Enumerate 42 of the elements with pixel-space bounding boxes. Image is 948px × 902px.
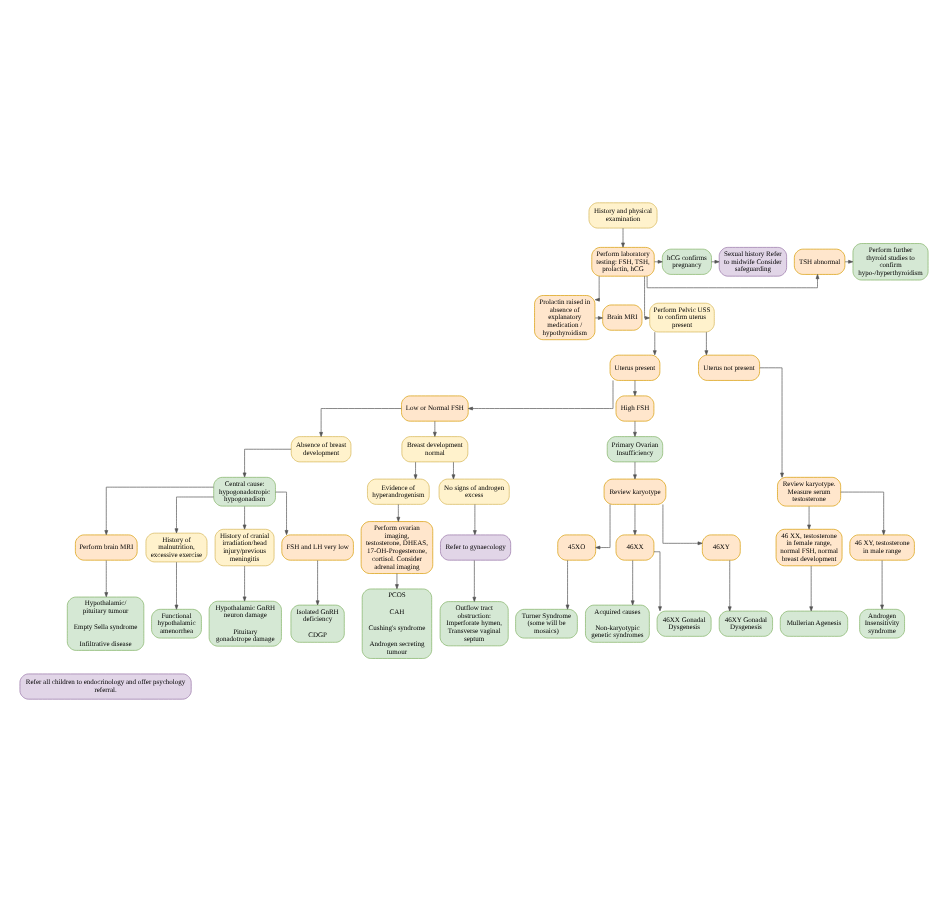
arrow: [473, 504, 477, 536]
arrow: [704, 331, 709, 356]
arrow: [633, 504, 637, 536]
arrow: [594, 275, 600, 302]
arrow: [644, 275, 650, 320]
arrow: [662, 504, 703, 546]
arrow: [104, 486, 214, 536]
arrow: [413, 461, 418, 480]
arrow: [807, 506, 811, 530]
arrow: [844, 259, 854, 264]
arrow: [396, 504, 401, 522]
arrow: [809, 565, 813, 612]
arrow: [633, 380, 637, 397]
arrow: [594, 316, 603, 320]
arrow: [711, 259, 720, 264]
arrow: [174, 496, 214, 534]
arrow: [654, 259, 663, 264]
arrow: [565, 560, 570, 610]
arrow: [395, 573, 399, 590]
arrow: [630, 560, 635, 606]
arrow: [319, 408, 402, 437]
arrow: [652, 331, 657, 356]
arrow: [633, 420, 637, 437]
arrow: [621, 227, 625, 248]
arrow: [242, 448, 292, 478]
arrow: [595, 504, 611, 550]
arrow: [633, 461, 637, 480]
arrow: [727, 560, 732, 612]
arrow: [242, 565, 247, 602]
arrow: [433, 420, 437, 437]
arrow: [880, 560, 884, 610]
arrow: [468, 380, 614, 411]
arrow: [646, 274, 820, 289]
arrow: [840, 491, 886, 536]
arrow: [104, 560, 109, 598]
arrow: [242, 506, 247, 530]
arrow: [174, 561, 179, 610]
arrow: [275, 491, 289, 536]
arrow: [451, 461, 456, 480]
arrow: [653, 551, 662, 612]
arrow: [472, 560, 477, 602]
arrow: [315, 560, 320, 606]
